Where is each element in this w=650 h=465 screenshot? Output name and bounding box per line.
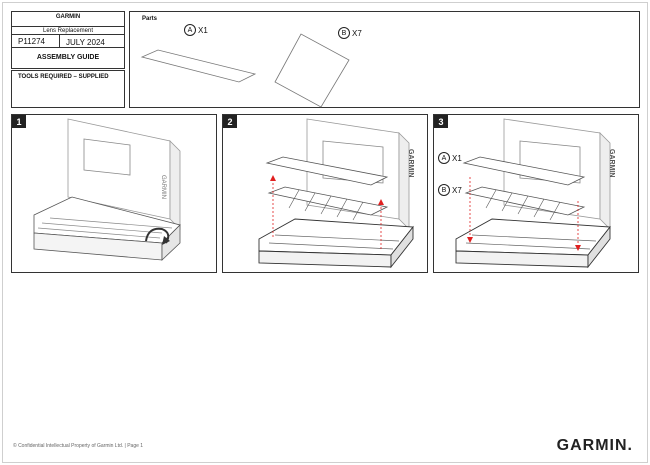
step-1-panel: 1 GARMIN xyxy=(11,114,217,273)
step-3-callout-b: B X7 xyxy=(438,184,462,196)
guide-title: ASSEMBLY GUIDE xyxy=(36,54,100,61)
up-arrow-icon xyxy=(378,199,384,205)
step-3-callout-a: A X1 xyxy=(438,152,462,164)
part-b-qty: X7 xyxy=(352,28,362,38)
step-1-illustration: GARMIN xyxy=(33,118,181,261)
tools-block: TOOLS REQUIRED – SUPPLIED xyxy=(11,70,125,108)
part-a-qty: X1 xyxy=(198,25,208,35)
footer-logo: GARMIN. xyxy=(556,437,633,454)
step-2-illustration: GARMIN xyxy=(258,118,414,269)
step-3-number: 3 xyxy=(434,115,448,128)
document-date: JULY 2024 xyxy=(66,38,105,47)
rotate-arrow-icon xyxy=(145,227,170,244)
down-arrow-icon xyxy=(575,245,581,251)
step-3-panel: 3 A X1 B X7 GARMIN xyxy=(433,114,639,273)
step-2-panel: 2 GARMIN xyxy=(222,114,428,273)
parts-block: Parts A X1 B X7 xyxy=(129,11,640,108)
tools-label: TOOLS REQUIRED – SUPPLIED xyxy=(18,74,109,80)
lens-strip-part-a xyxy=(265,156,389,186)
part-b-callout: B X7 xyxy=(338,27,362,39)
step-2-number: 2 xyxy=(223,115,237,128)
part-a-callout: A X1 xyxy=(184,24,208,36)
device-brand-text: GARMIN xyxy=(160,175,166,199)
part-b-letter: B xyxy=(338,27,350,39)
device-brand-text-3: GARMIN xyxy=(608,149,615,177)
step-3-b-letter: B xyxy=(438,184,450,196)
down-arrow-icon xyxy=(467,237,473,243)
footer-note: © Confidential Intellectual Property of … xyxy=(13,443,144,449)
lens-strip-part-a xyxy=(462,156,586,186)
up-arrow-icon xyxy=(270,175,276,181)
parts-illustration xyxy=(140,33,350,108)
brand-label: GARMIN xyxy=(55,14,81,20)
part-a-letter: A xyxy=(184,24,196,36)
device-brand-text-2: GARMIN xyxy=(407,149,414,177)
step-3-b-qty: X7 xyxy=(452,185,462,195)
parts-label: Parts xyxy=(142,16,158,22)
document-title: Lens Replacement xyxy=(12,26,124,34)
step-3-a-qty: X1 xyxy=(452,153,462,163)
step-3-a-letter: A xyxy=(438,152,450,164)
lens-sheet-part-b xyxy=(274,33,350,108)
part-number: P11274 xyxy=(18,37,45,46)
lens-strip-part-a xyxy=(140,49,257,83)
title-block: GARMIN Lens Replacement P11274 JULY 2024… xyxy=(11,11,125,69)
step-1-number: 1 xyxy=(12,115,26,128)
step-3-illustration: GARMIN xyxy=(455,118,615,269)
